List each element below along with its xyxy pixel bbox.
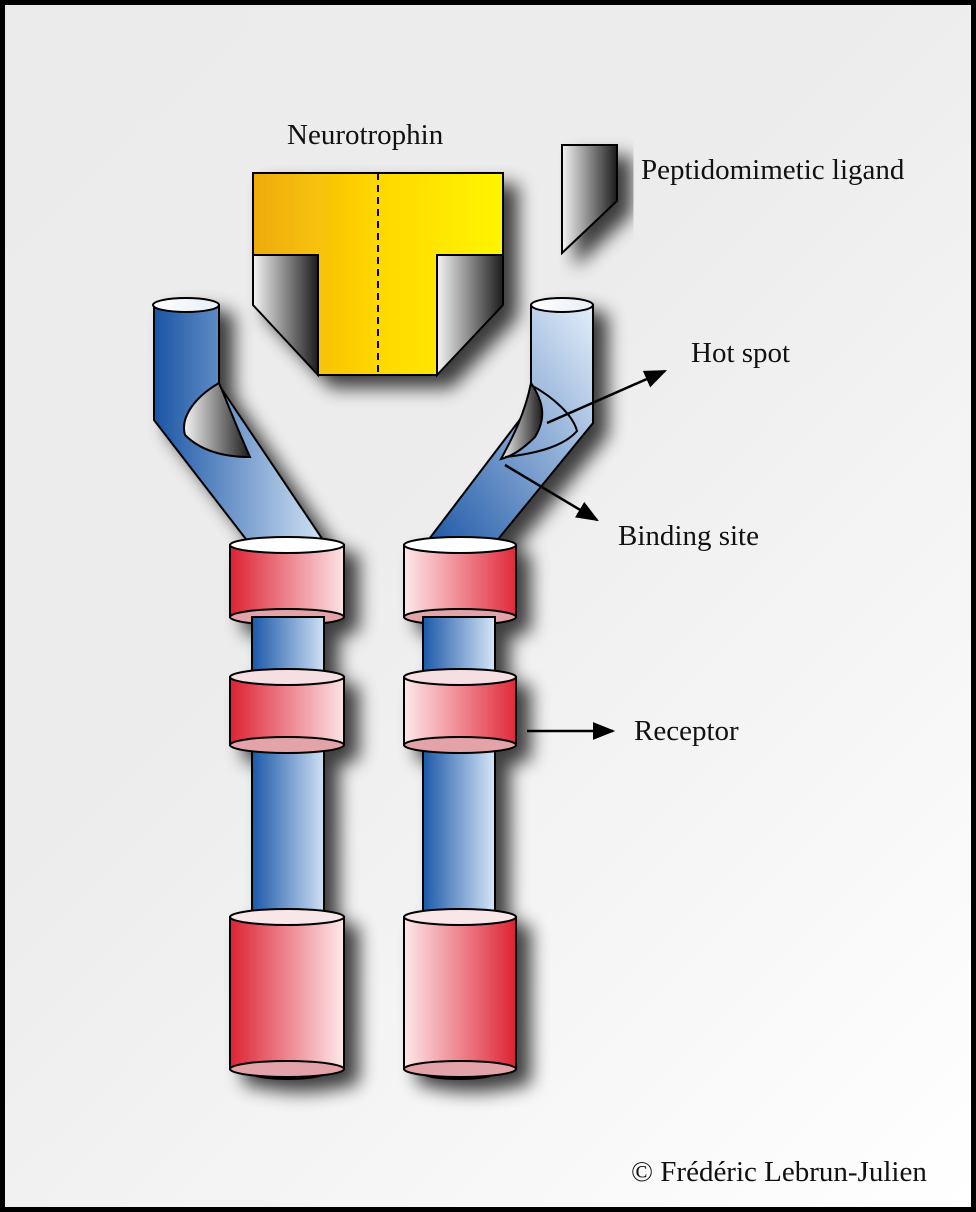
- receptor-left-domain-1: [230, 537, 344, 625]
- receptor-right-domain-3: [404, 909, 516, 1077]
- label-binding-site: Binding site: [618, 520, 759, 552]
- receptor-left-domain-2: [230, 669, 344, 753]
- receptor-left: [153, 298, 344, 1079]
- receptor-left-domain-3: [230, 909, 344, 1077]
- receptor-diagram: Neurotrophin Peptidomimetic ligand Hot s…: [5, 5, 976, 1212]
- neurotrophin: [253, 173, 503, 375]
- receptor-right-domain-2: [404, 669, 516, 753]
- label-receptor: Receptor: [634, 715, 739, 747]
- neurotrophin-pocket-right: [437, 255, 503, 375]
- receptor-right-domain-1: [404, 537, 516, 625]
- label-hot-spot: Hot spot: [691, 337, 790, 369]
- peptidomimetic-ligand: [562, 145, 617, 253]
- label-neurotrophin: Neurotrophin: [287, 119, 444, 151]
- label-peptidomimetic-ligand: Peptidomimetic ligand: [641, 154, 905, 186]
- neurotrophin-pocket-left: [253, 255, 318, 375]
- credit-text: © Frédéric Lebrun-Julien: [631, 1156, 927, 1188]
